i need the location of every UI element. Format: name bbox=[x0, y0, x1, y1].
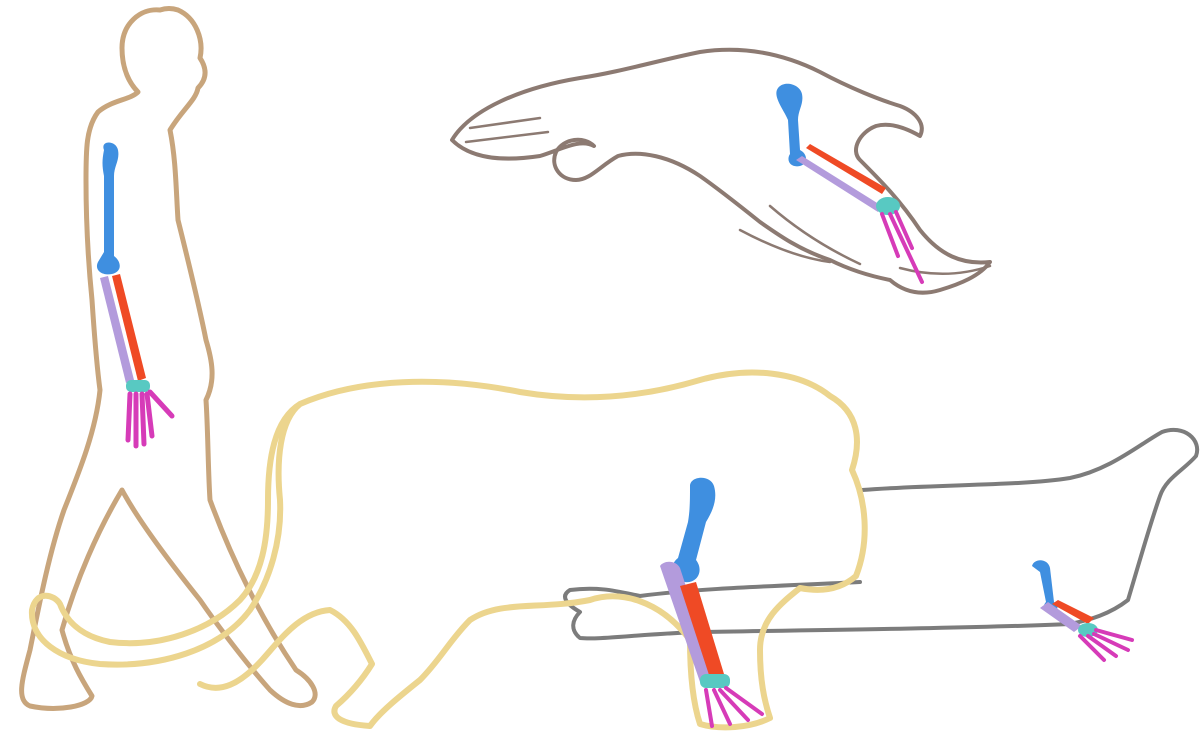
human-carpals bbox=[126, 380, 150, 392]
lion-paw-bones bbox=[706, 688, 762, 726]
human-figure bbox=[22, 9, 316, 709]
seal-figure bbox=[565, 430, 1197, 660]
human-humerus bbox=[97, 143, 120, 275]
bird-humerus bbox=[776, 84, 806, 167]
seal-flipper-bones bbox=[1080, 630, 1132, 660]
seal-outline bbox=[565, 430, 1197, 639]
lion-figure bbox=[32, 373, 865, 728]
lion-carpals bbox=[700, 674, 730, 688]
lion-outline bbox=[32, 373, 865, 728]
bird-figure bbox=[452, 50, 990, 293]
human-hand-bones bbox=[128, 392, 172, 446]
human-outline bbox=[22, 9, 316, 709]
